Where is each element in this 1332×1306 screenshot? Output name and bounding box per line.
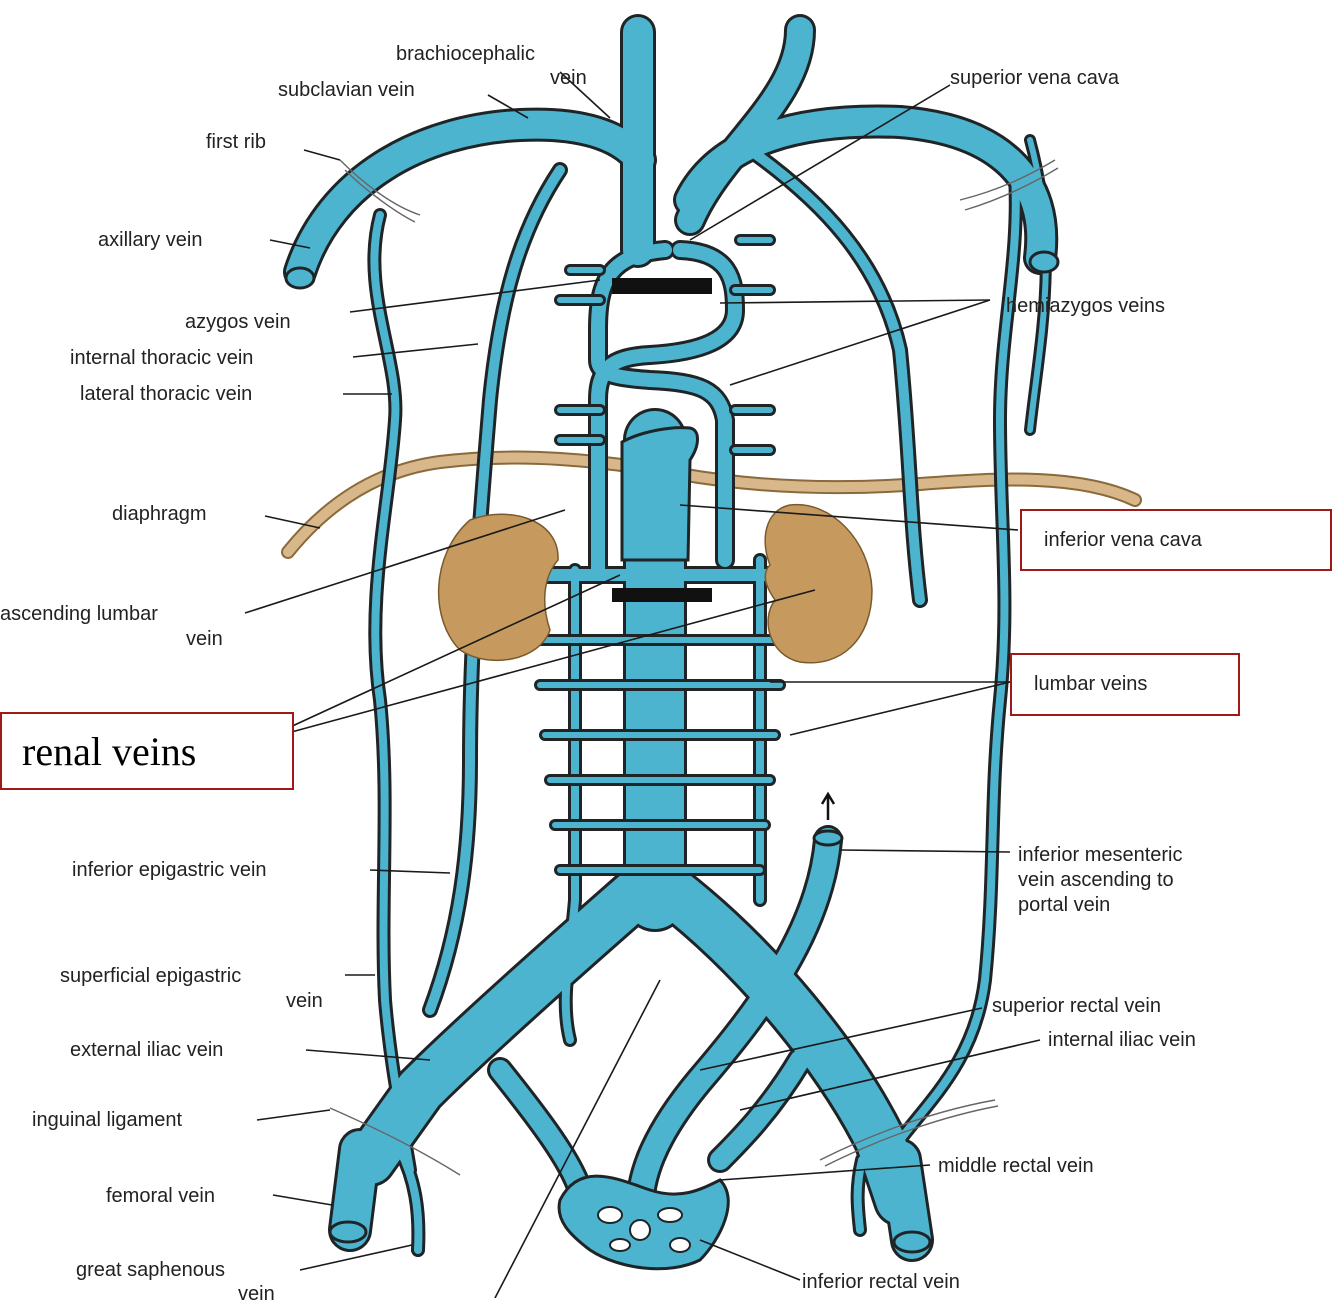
label-great-saphenous-2: vein	[238, 1282, 275, 1306]
ivc-upper	[622, 428, 698, 560]
label-brachiocephalic: brachiocephalic	[396, 42, 535, 66]
label-femoral-vein: femoral vein	[106, 1184, 215, 1208]
label-inferior-mesenteric-1: inferior mesenteric	[1018, 843, 1183, 867]
label-subclavian-vein: subclavian vein	[278, 78, 415, 102]
label-inferior-vena-cava: inferior vena cava	[1020, 509, 1332, 571]
label-superficial-epigastric: superficial epigastric	[60, 964, 241, 988]
label-external-iliac-vein: external iliac vein	[70, 1038, 223, 1062]
label-first-rib: first rib	[206, 130, 266, 154]
label-inferior-rectal-vein: inferior rectal vein	[802, 1270, 960, 1294]
clamp-lower	[612, 588, 712, 602]
kidney-right	[765, 505, 872, 663]
label-internal-iliac-vein: internal iliac vein	[1048, 1028, 1196, 1052]
label-lumbar-veins: lumbar veins	[1010, 653, 1240, 716]
label-ascending-lumbar-2: vein	[186, 627, 223, 651]
label-middle-rectal-vein: middle rectal vein	[938, 1154, 1094, 1178]
label-lateral-thoracic-vein: lateral thoracic vein	[80, 382, 252, 406]
label-inferior-epigastric-vein: inferior epigastric vein	[72, 858, 267, 882]
kidney-left	[439, 514, 558, 660]
label-superior-vena-cava: superior vena cava	[950, 66, 1119, 90]
label-superficial-epigastric-2: vein	[286, 989, 323, 1013]
label-internal-thoracic-vein: internal thoracic vein	[70, 346, 253, 370]
label-inferior-mesenteric-3: portal vein	[1018, 893, 1110, 917]
label-inguinal-ligament: inguinal ligament	[32, 1108, 182, 1132]
label-diaphragm: diaphragm	[112, 502, 207, 526]
label-axillary-vein: axillary vein	[98, 228, 202, 252]
label-great-saphenous: great saphenous	[76, 1258, 225, 1282]
label-azygos-vein: azygos vein	[185, 310, 291, 334]
label-brachiocephalic-2: vein	[550, 66, 587, 90]
label-superior-rectal-vein: superior rectal vein	[992, 994, 1161, 1018]
clamp-upper	[612, 278, 712, 294]
label-inferior-mesenteric-2: vein ascending to	[1018, 868, 1174, 892]
label-renal-veins: renal veins	[0, 712, 294, 790]
label-ascending-lumbar: ascending lumbar	[0, 602, 158, 626]
label-hemiazygos-veins: hemiazygos veins	[1006, 294, 1165, 318]
